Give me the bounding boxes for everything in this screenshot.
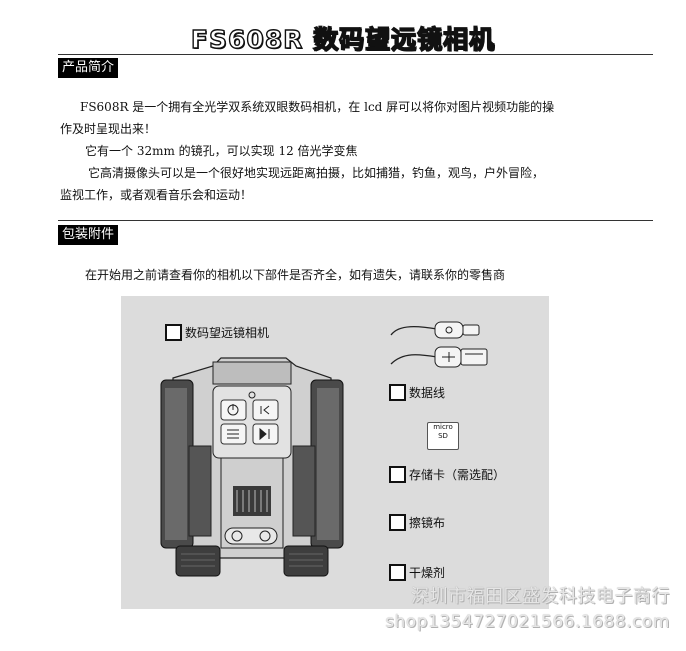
intro-paragraph: FS608R 是一个拥有全光学双系统双眼数码相机，在 lcd 屏可以将你对图片视… <box>60 96 645 206</box>
checkbox[interactable] <box>389 514 406 531</box>
micro-usb-cable-icon <box>390 321 480 339</box>
watermark-shop-name: 深圳市福田区盛发科技电子商行 <box>411 586 670 607</box>
checkbox[interactable] <box>165 324 182 341</box>
intro-line: 它高清摄像头可以是一个很好地实现远距离拍摄，比如捕猎，钓鱼，观鸟，户外冒险， <box>88 166 545 180</box>
intro-line: 作及时呈现出来！ <box>60 122 157 136</box>
checkbox[interactable] <box>389 466 406 483</box>
intro-line: FS608R 是一个拥有全光学双系统双眼数码相机，在 lcd 屏可以将你对图片视… <box>80 100 555 114</box>
item-label: 存储卡（需选配） <box>409 468 506 482</box>
item-label: 数码望远镜相机 <box>185 326 270 340</box>
package-intro: 在开始用之前请查看你的相机以下部件是否齐全，如有遗失，请联系你的零售商 <box>85 268 506 282</box>
item-lens-cloth: 擦镜布 <box>389 514 445 531</box>
item-memory-card: 存储卡（需选配） <box>389 466 505 483</box>
item-label: 干燥剂 <box>409 566 446 580</box>
item-desiccant: 干燥剂 <box>389 564 445 581</box>
checkbox[interactable] <box>389 564 406 581</box>
intro-line: 它有一个 32mm 的镜孔，可以实现 12 倍光学变焦 <box>85 144 358 158</box>
intro-line: 监视工作，或者观看音乐会和运动！ <box>60 188 253 202</box>
package-contents-panel: micro SD 数码望远镜相机 数据线 存储卡（需选配） 擦镜布 干燥剂 <box>121 296 549 609</box>
section-heading-intro: 产品简介 <box>58 58 119 78</box>
checkbox[interactable] <box>389 384 406 401</box>
section-divider <box>58 220 653 221</box>
binocular-camera-illustration <box>160 357 344 577</box>
page-title: FS608R 数码望远镜相机 <box>190 24 496 54</box>
item-data-cable: 数据线 <box>389 384 445 401</box>
watermark-shop-url: shop1354727021566.1688.com <box>385 612 670 632</box>
section-heading-package: 包装附件 <box>58 225 119 245</box>
card-label: micro SD <box>433 423 453 440</box>
item-binocular-camera: 数码望远镜相机 <box>165 324 269 341</box>
item-label: 数据线 <box>409 386 446 400</box>
title-divider <box>58 54 653 55</box>
usb-a-cable-icon <box>390 346 488 368</box>
item-label: 擦镜布 <box>409 516 446 530</box>
micro-sd-card-icon: micro SD <box>427 422 459 450</box>
